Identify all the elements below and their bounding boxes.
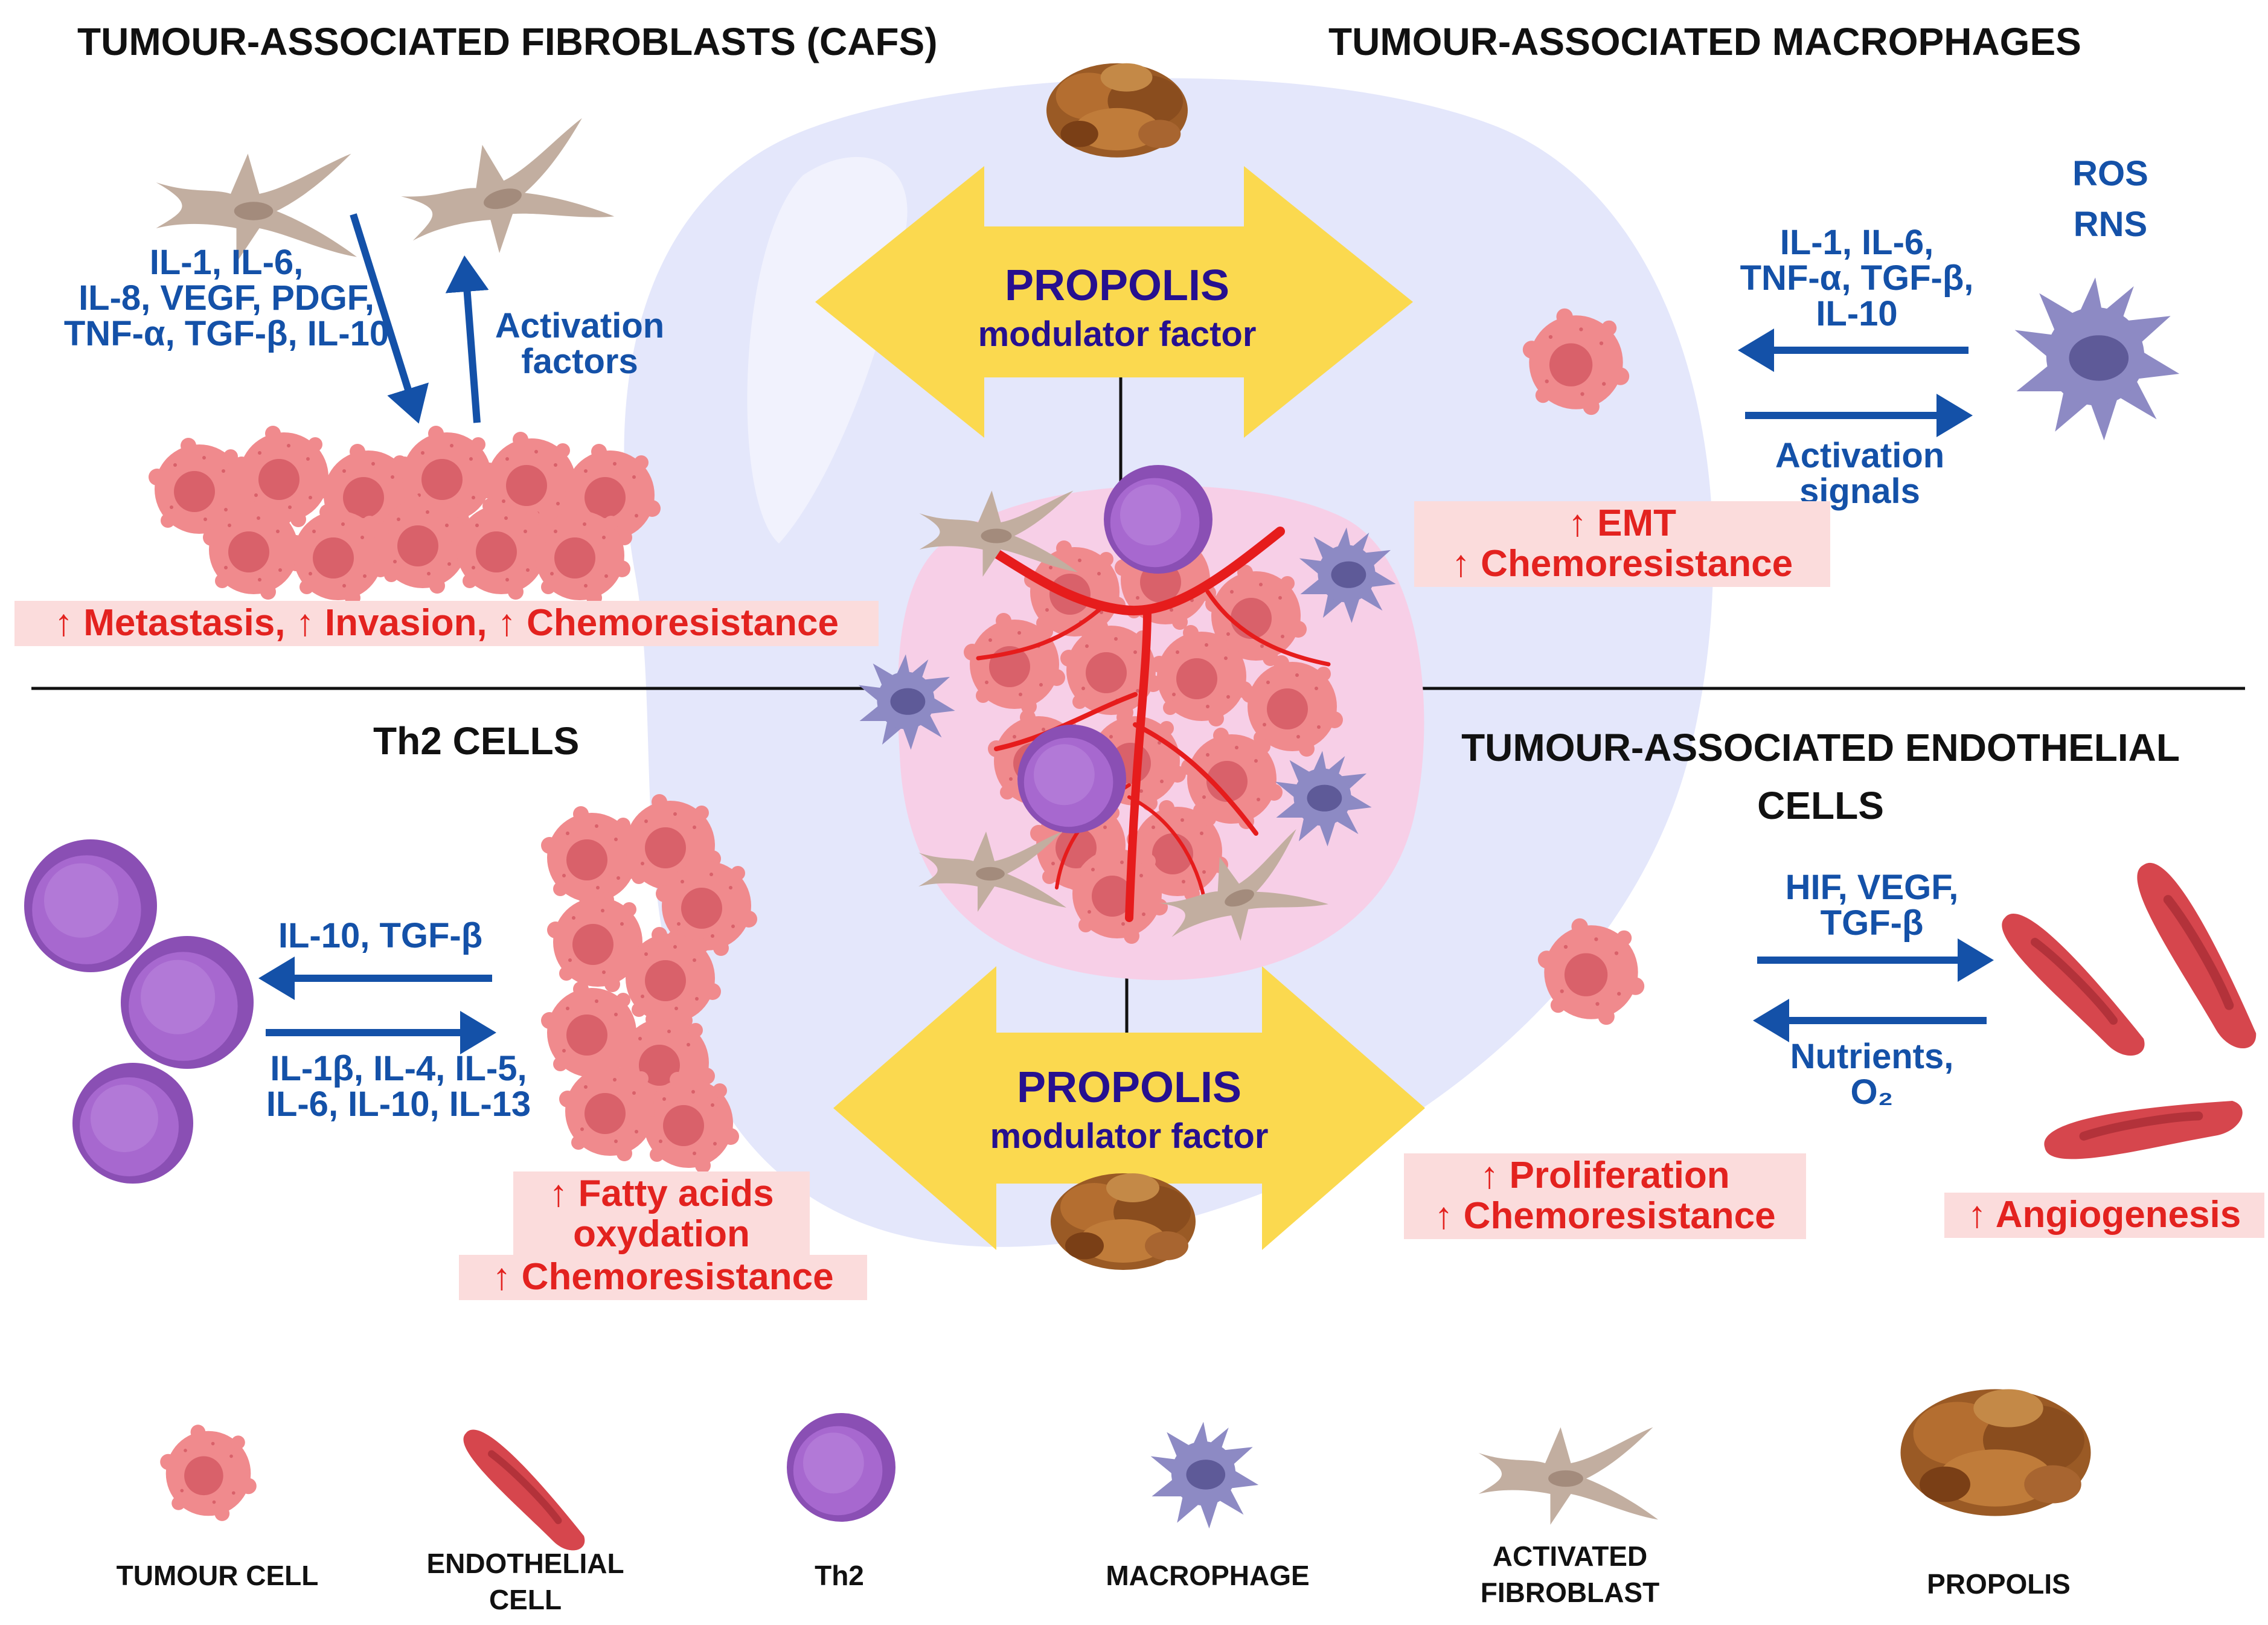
legend-endothelial-line-1: ENDOTHELIAL <box>426 1548 624 1579</box>
tam-activation-line-1: Activation <box>1775 436 1945 475</box>
legend-tumour-cell-icon <box>160 1425 257 1521</box>
tec-to-endo-line-2: TGF-β <box>1820 903 1924 943</box>
caf-activation-line-1: Activation <box>495 306 665 345</box>
caf-activation-factors: Activation factors <box>471 308 688 379</box>
propolis-image-top <box>1046 63 1188 158</box>
th2-cell-top <box>24 839 157 972</box>
legend-fibroblast-icon <box>1478 1427 1658 1525</box>
legend-propolis-icon <box>1900 1389 2091 1516</box>
caf-arrow-up <box>445 255 489 423</box>
inner-light-blob <box>747 157 908 543</box>
propolis-arrow-bottom <box>833 966 1425 1250</box>
legend-th2-label: Th2 <box>815 1560 864 1591</box>
tam-effect-line-1: ↑ EMT <box>1568 502 1677 544</box>
th2-effect-line-1: ↑ Fatty acids <box>549 1173 774 1214</box>
th2-to-tumour-line-1: IL-1β, IL-4, IL-5, <box>270 1049 527 1088</box>
tam-cytokines-line-2: TNF-α, TGF-β, <box>1740 258 1974 298</box>
tec-effect-line-2: ↑ Chemoresistance <box>1434 1194 1776 1237</box>
tec-to-endo-line-1: HIF, VEGF, <box>1785 868 1959 907</box>
th2-effect-box-bottom: ↑ Chemoresistance <box>459 1255 867 1300</box>
blood-vessels <box>976 527 1331 922</box>
legend-tumour-cell-label: TUMOUR CELL <box>116 1560 319 1591</box>
central-th2-top <box>1104 465 1212 574</box>
tam-effect-line-2: ↑ Chemoresistance <box>1451 542 1793 585</box>
legend-fibroblast-line-2: FIBROBLAST <box>1480 1576 1660 1608</box>
th2-cell-bottom <box>72 1063 193 1184</box>
caf-title: TUMOUR-ASSOCIATED FIBROBLASTS (CAFS) <box>77 20 938 63</box>
propolis-arrow-top <box>815 166 1413 438</box>
legend-macrophage-icon <box>1150 1421 1259 1529</box>
tec-to-tumour-line-1: Nutrients, <box>1790 1037 1954 1076</box>
propolis-image-bottom <box>1051 1173 1196 1270</box>
caf-cytokines-line-1: IL-1, IL-6, <box>149 243 304 282</box>
legend-endothelial-line-2: CELL <box>489 1583 562 1615</box>
tec-endothelial-cell-1 <box>2002 914 2144 1056</box>
legend-macrophage-label: MACROPHAGE <box>1106 1560 1310 1591</box>
caf-arrow-down <box>350 213 429 424</box>
tam-title: TUMOUR-ASSOCIATED MACROPHAGES <box>1328 20 2081 63</box>
legend-propolis-label: PROPOLIS <box>1927 1568 2071 1600</box>
caf-tumour-cluster <box>149 426 661 606</box>
tec-effect-box: ↑ Proliferation ↑ Chemoresistance <box>1404 1153 1806 1239</box>
legend-fibroblast-line-1: ACTIVATED <box>1492 1540 1648 1572</box>
tec-effect-line-1: ↑ Proliferation <box>1480 1155 1730 1196</box>
tam-cytokines-line-3: IL-10 <box>1816 294 1898 334</box>
tec-title-line-1: TUMOUR-ASSOCIATED ENDOTHELIAL <box>1461 726 2180 769</box>
caf-cytokines: IL-1, IL-6, IL-8, VEGF, PDGF, TNF-α, TGF… <box>48 243 405 354</box>
legend-endothelial-label: ENDOTHELIAL CELL <box>411 1546 640 1618</box>
th2-to-tumour-signals: IL-1β, IL-4, IL-5, IL-6, IL-10, IL-13 <box>254 1051 543 1122</box>
tam-cytokines: IL-1, IL-6, TNF-α, TGF-β, IL-10 <box>1724 225 1990 332</box>
tec-title-line-2: CELLS <box>1757 784 1884 827</box>
propolis-title-bottom: PROPOLIS <box>1016 1063 1242 1112</box>
th2-to-th2-signals: IL-10, TGF-β <box>278 916 483 955</box>
propolis-subtitle-top: modulator factor <box>978 315 1257 354</box>
caf-cytokines-line-2: IL-8, VEGF, PDGF, <box>78 278 374 318</box>
caf-effect-box: ↑ Metastasis, ↑ Invasion, ↑ Chemoresista… <box>14 601 879 646</box>
th2-effect-line-2: oxydation <box>573 1213 750 1255</box>
central-th2-bottom <box>1017 725 1126 833</box>
tec-to-tumour-signals: Nutrients, O₂ <box>1757 1039 1987 1110</box>
th2-to-tumour-line-2: IL-6, IL-10, IL-13 <box>266 1085 531 1124</box>
th2-cell-middle <box>121 936 254 1069</box>
tam-ros: ROS <box>2072 154 2148 193</box>
tam-activation-signals: Activation signals <box>1739 438 1981 509</box>
th2-effect-box-top: ↑ Fatty acids oxydation <box>513 1171 810 1255</box>
th2-title: Th2 CELLS <box>373 719 580 763</box>
propolis-title-top: PROPOLIS <box>1004 261 1230 310</box>
tec-title: TUMOUR-ASSOCIATED ENDOTHELIAL CELLS <box>1419 719 2222 835</box>
caf-activation-line-2: factors <box>521 342 638 382</box>
tam-cytokines-line-1: IL-1, IL-6, <box>1779 223 1934 262</box>
legend-fibroblast-label: ACTIVATED FIBROBLAST <box>1449 1539 1691 1611</box>
propolis-subtitle-bottom: modulator factor <box>990 1117 1269 1156</box>
legend-endothelial-cell-icon <box>463 1430 585 1551</box>
tam-rns: RNS <box>2073 205 2148 244</box>
tam-effect-box: ↑ EMT ↑ Chemoresistance <box>1414 501 1830 587</box>
tec-angiogenesis-box: ↑ Angiogenesis <box>1944 1193 2264 1238</box>
caf-cytokines-line-3: TNF-α, TGF-β, IL-10 <box>63 314 389 354</box>
legend-th2-icon <box>787 1413 895 1522</box>
tam-macrophage <box>2014 277 2180 441</box>
tec-to-endo-signals: HIF, VEGF, TGF-β <box>1757 870 1987 941</box>
tec-to-tumour-line-2: O₂ <box>1850 1072 1894 1112</box>
caf-fibroblast-right <box>393 117 616 274</box>
